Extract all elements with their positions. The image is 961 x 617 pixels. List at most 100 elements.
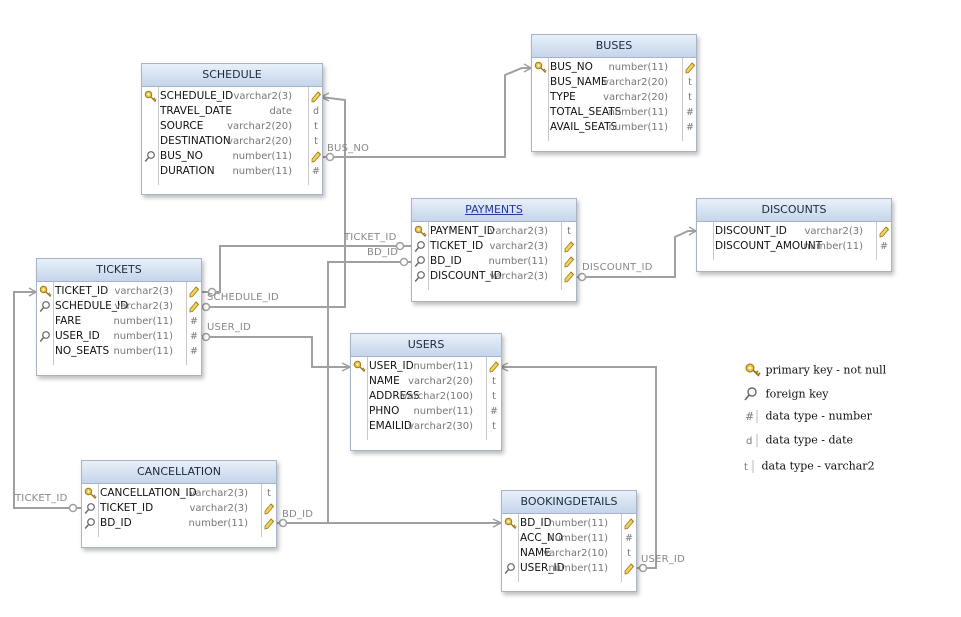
column-type: number(11) [548, 533, 608, 544]
column-name: USER_ID [55, 330, 100, 342]
rel-label-bd-id-payments: BD_ID [367, 247, 399, 258]
column-name: BD_ID [520, 517, 552, 529]
legend-item-foreign-key: foreign key [744, 386, 829, 402]
column-name: TICKET_ID [100, 502, 154, 514]
mark-divider [186, 282, 187, 365]
svg-text:#: # [745, 410, 754, 423]
data-type-mark: # [190, 316, 198, 327]
legend-text-foreign-key: foreign key [765, 387, 829, 401]
column-type: varchar2(3) [189, 488, 248, 499]
column-type: varchar2(20) [603, 92, 668, 103]
column-name: BD_ID [100, 517, 132, 529]
data-type-mark: t [267, 488, 271, 499]
column-type: varchar2(3) [804, 226, 863, 237]
svg-text:t: t [744, 462, 748, 473]
column-type: number(11) [413, 406, 473, 417]
column-row[interactable]: BD_ID number(11) [82, 516, 276, 531]
column-type: varchar2(20) [603, 77, 668, 88]
gutter-divider [713, 222, 714, 260]
column-name: USER_ID [520, 562, 565, 574]
column-name: BD_ID [430, 255, 462, 267]
one-end-marker [341, 362, 352, 372]
data-type-mark: t [567, 226, 571, 237]
column-type: number(11) [188, 518, 248, 529]
data-type-mark: # [190, 346, 198, 357]
column-name: BUS_NO [160, 150, 203, 162]
column-name: PAYMENT_ID [430, 225, 495, 237]
column-name: FARE [55, 315, 82, 327]
entity-title: BOOKINGDETAILS [502, 491, 636, 514]
optional-end-marker [638, 563, 648, 573]
column-type: number(11) [548, 518, 608, 529]
date-type-icon: d [744, 432, 762, 448]
column-type: varchar2(3) [114, 286, 173, 297]
data-type-mark: # [625, 533, 633, 544]
entity-title: BUSES [532, 35, 696, 58]
number-type-icon: # [744, 408, 762, 424]
gutter-divider [98, 484, 99, 537]
mark-divider [876, 222, 877, 260]
data-type-mark: # [490, 406, 498, 417]
not-null-key-icon [188, 284, 200, 299]
data-type-mark: t [314, 121, 318, 132]
column-type: number(11) [608, 122, 668, 133]
column-name: USER_ID [369, 360, 414, 372]
column-name: TICKET_ID [430, 240, 484, 252]
legend-text-primary-key: primary key - not null [765, 363, 887, 377]
column-name: BUS_NAME [550, 76, 608, 88]
not-null-key-icon [684, 60, 696, 75]
not-null-key-icon [310, 149, 322, 164]
rel-label-bd-id-cancellation: BD_ID [282, 509, 314, 520]
optional-end-marker [325, 152, 335, 162]
column-name: CANCELLATION_ID [100, 487, 197, 499]
column-name: SOURCE [160, 120, 204, 132]
optional-end-marker [278, 518, 288, 528]
column-name: TYPE [550, 91, 576, 103]
mark-divider [261, 484, 262, 537]
